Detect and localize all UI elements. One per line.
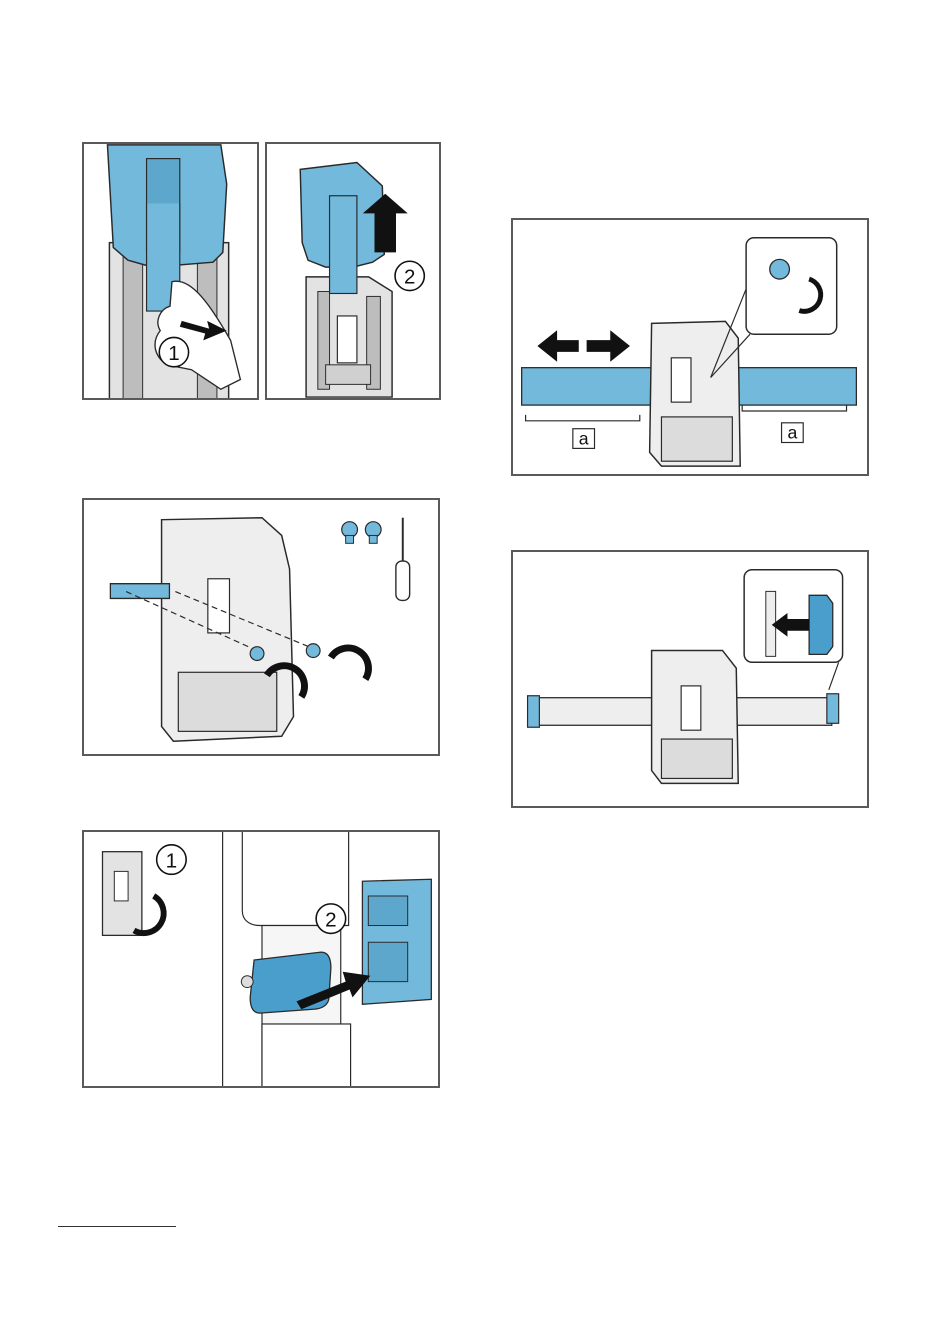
magnifier-callout-icon [744, 570, 842, 690]
illustration-cover-pull: 1 [82, 142, 259, 400]
screw-rail-drawing [84, 500, 438, 754]
screwdriver-icon [396, 518, 410, 601]
rail-adjust-drawing: a a [513, 220, 867, 474]
illustration-cover-lift: 2 [265, 142, 441, 400]
end-cap-drawing [513, 552, 867, 806]
hinge-insert-drawing: 1 2 [84, 832, 438, 1086]
illustration-hinge-insert: 1 2 [82, 830, 440, 1088]
cover-pull-drawing: 1 [84, 144, 257, 398]
step-number-2: 2 [325, 909, 337, 932]
double-arrow-icon [537, 330, 630, 362]
step-number-1: 1 [168, 342, 179, 365]
step-number-1: 1 [166, 849, 178, 872]
step-number-2: 2 [404, 266, 415, 289]
footnote-rule [58, 1226, 176, 1227]
illustration-screw-rail [82, 498, 440, 756]
magnifier-callout-icon [711, 238, 837, 378]
dimension-label-left: a [579, 428, 589, 448]
illustration-end-cap [511, 550, 869, 808]
dimension-label-right: a [787, 423, 797, 443]
illustration-rail-adjust: a a [511, 218, 869, 476]
cover-lift-drawing: 2 [267, 144, 439, 398]
